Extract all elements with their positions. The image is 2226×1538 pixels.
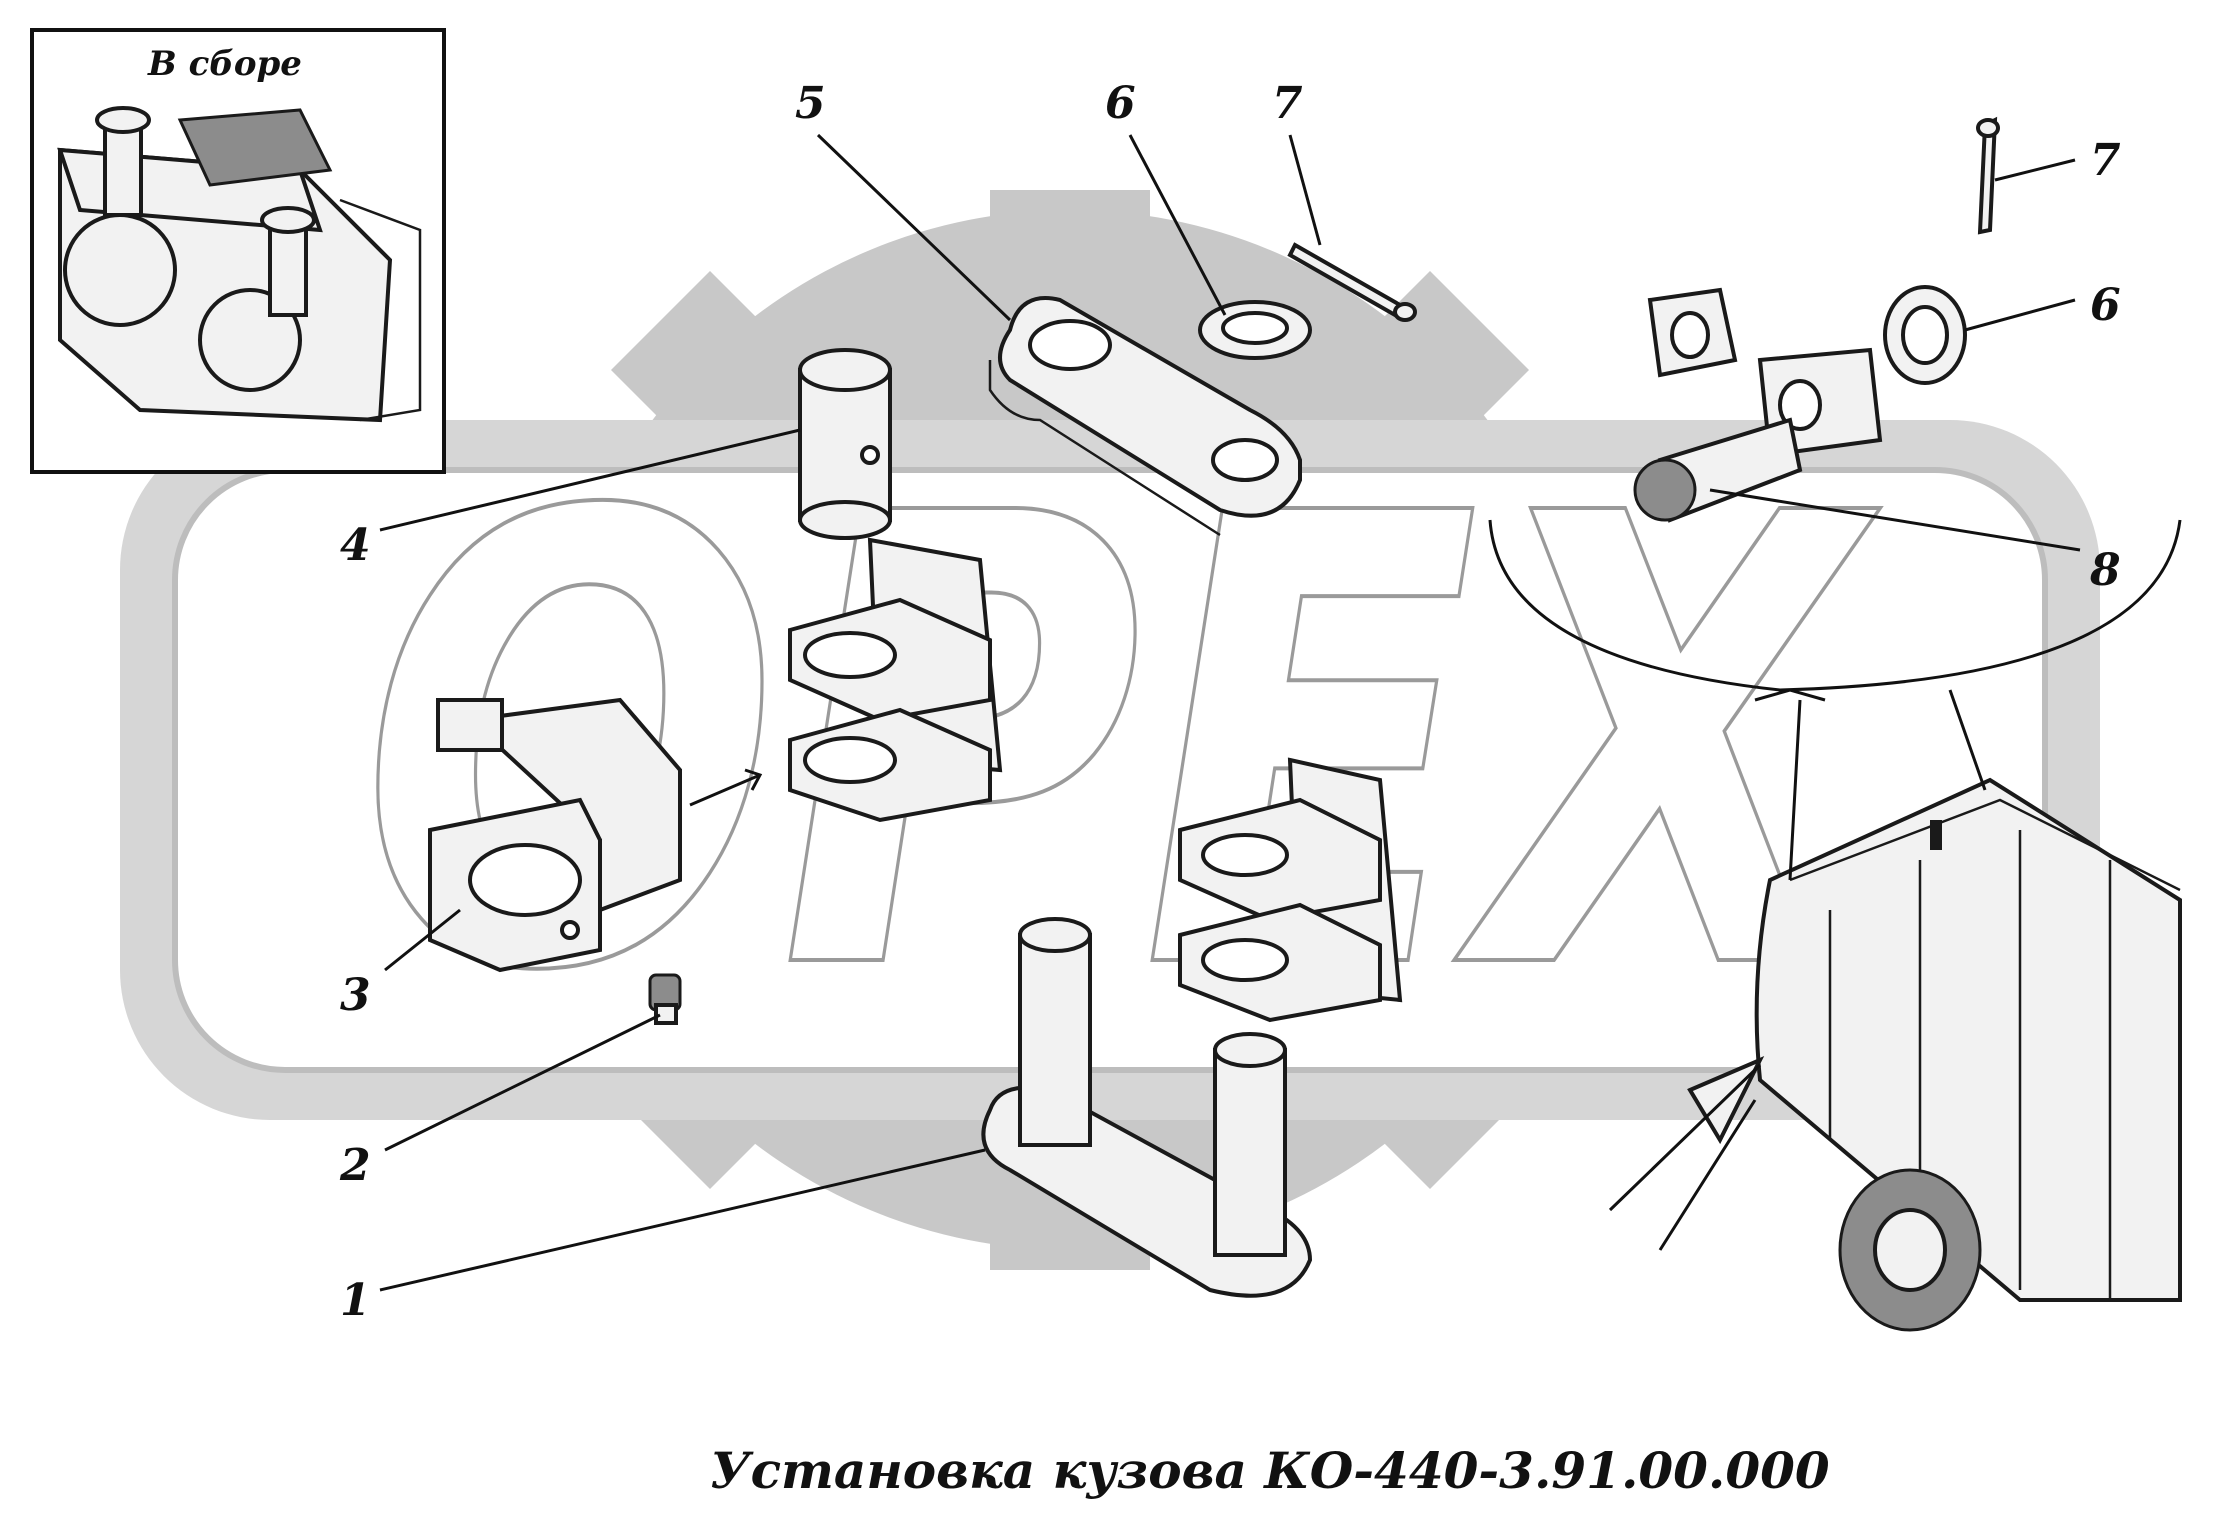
- callout-6-right: 6: [2090, 280, 2121, 331]
- part-5-link-plate: [988, 296, 1302, 537]
- callout-labels: 5 6 7 4 3 2 1 7 6 8: [339, 78, 2121, 1326]
- part-6-washer-b: [1883, 285, 1967, 385]
- leader-lines: [379, 133, 2081, 1292]
- garbage-truck-body: [1608, 689, 2182, 1332]
- callout-2: 2: [339, 1140, 371, 1191]
- part-8-bushing-pin: [1633, 287, 1883, 523]
- part-3-swivel-block: [428, 697, 682, 973]
- part-7-cotter-pin-b: [1976, 116, 2000, 235]
- inset-assembled-view: В сборе: [30, 28, 446, 474]
- detail-cluster-right: [1488, 116, 2182, 702]
- figure-caption: Установка кузова КО-440-3.91.00.000: [710, 1441, 1830, 1500]
- part-6-washer-a: [1198, 300, 1312, 360]
- part-2-grease-fitting: [648, 973, 682, 1025]
- callout-7-right: 7: [2090, 135, 2121, 186]
- assembly-arrow: [689, 768, 763, 807]
- inset-title: В сборе: [147, 44, 302, 84]
- callout-6-upper: 6: [1105, 78, 1136, 129]
- bracket-upper: [788, 537, 1003, 823]
- callout-4: 4: [340, 520, 371, 571]
- callout-5: 5: [795, 78, 826, 129]
- part-1-double-pin-plate: [981, 917, 1313, 1298]
- callout-7-upper: 7: [1272, 78, 1303, 129]
- callout-1: 1: [340, 1275, 371, 1326]
- part-4-pin: [798, 348, 892, 540]
- callout-8: 8: [2089, 545, 2121, 596]
- detail-bracket-arc: [1488, 519, 2182, 692]
- bracket-right: [1178, 757, 1403, 1023]
- callout-3: 3: [340, 970, 371, 1021]
- part-7-cotter-pin-a: [1287, 242, 1417, 322]
